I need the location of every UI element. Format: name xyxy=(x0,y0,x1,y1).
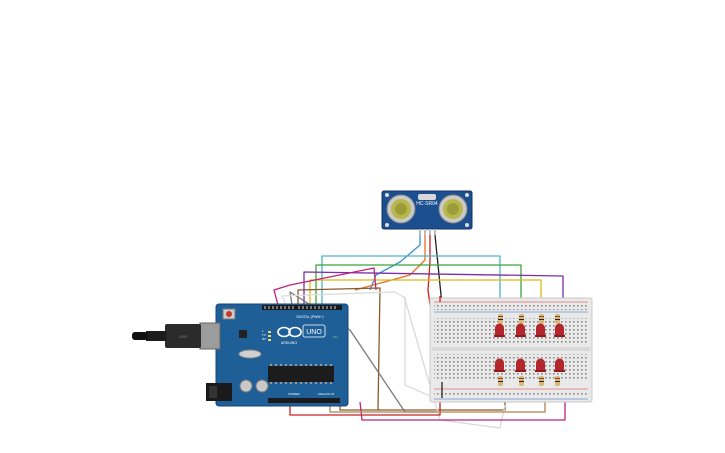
led-red[interactable] xyxy=(515,358,526,373)
on-led-label: ON xyxy=(333,335,338,339)
wire-sensor-vcc xyxy=(369,235,421,291)
usb-plug xyxy=(165,324,201,348)
tx-label: TX xyxy=(262,333,266,337)
power-rail-top[interactable] xyxy=(434,304,588,310)
wire-white-lower xyxy=(403,295,506,429)
led-red[interactable] xyxy=(535,323,546,337)
capacitor xyxy=(239,379,253,393)
arduino-logo xyxy=(277,326,302,338)
usb-chip xyxy=(239,330,247,338)
wire-green xyxy=(315,264,522,318)
wires[interactable] xyxy=(273,234,566,429)
wire-sensor-trig xyxy=(354,235,426,291)
atmega-chip xyxy=(268,366,334,382)
breadboard-jumpers[interactable] xyxy=(439,296,443,398)
capacitor xyxy=(255,379,269,393)
wire-magenta-top xyxy=(273,267,377,306)
led-red[interactable] xyxy=(515,323,526,337)
terminal-strip-top[interactable] xyxy=(434,318,588,345)
led-red[interactable] xyxy=(494,323,505,337)
resistor[interactable] xyxy=(539,376,544,386)
led-red[interactable] xyxy=(535,358,546,373)
svg-text:USB: USB xyxy=(179,334,188,339)
wire-purple xyxy=(303,271,564,318)
power-analog-header[interactable] xyxy=(268,398,340,403)
resistor[interactable] xyxy=(498,376,503,386)
crystal-oscillator xyxy=(238,349,262,359)
wire-sensor-echo xyxy=(427,235,431,306)
sensor-label: HC-SR04 xyxy=(416,201,438,207)
resistor[interactable] xyxy=(539,314,544,324)
ultrasonic-sensor[interactable]: HC-SR04 xyxy=(381,190,473,235)
wire-sensor-gnd xyxy=(434,234,443,306)
terminal-strip-bottom[interactable] xyxy=(434,354,588,381)
analog-label: ANALOG IN xyxy=(318,392,334,396)
resistor[interactable] xyxy=(498,314,503,324)
sensor-crystal xyxy=(418,194,436,200)
resistor[interactable] xyxy=(519,376,524,386)
arduino-model: ARDUINO xyxy=(281,341,297,345)
sensor-receiver xyxy=(438,194,468,224)
resistor[interactable] xyxy=(555,314,560,324)
power-label: POWER xyxy=(288,392,300,396)
usb-port[interactable] xyxy=(199,322,221,350)
power-rail-bottom[interactable] xyxy=(434,391,588,397)
arduino-brand: UNO xyxy=(306,329,322,336)
wire-white xyxy=(281,291,431,397)
led-red[interactable] xyxy=(494,358,505,373)
sensor-transmitter xyxy=(386,194,416,224)
rx-label: RX xyxy=(262,337,266,341)
breadboard[interactable] xyxy=(429,297,593,403)
led-array[interactable] xyxy=(494,314,565,386)
arduino-uno[interactable]: USB DIGITAL (PWM~) xyxy=(132,303,349,407)
resistor[interactable] xyxy=(555,376,560,386)
usb-cable-end xyxy=(132,332,148,340)
digital-label: DIGITAL (PWM~) xyxy=(296,315,323,319)
usb-cable xyxy=(146,331,166,341)
led-red[interactable] xyxy=(554,323,565,337)
sensor-pins[interactable] xyxy=(419,229,436,235)
resistor[interactable] xyxy=(519,314,524,324)
wire-red-bottom xyxy=(289,400,441,416)
l-label: L xyxy=(262,329,264,333)
led-red[interactable] xyxy=(554,358,565,373)
